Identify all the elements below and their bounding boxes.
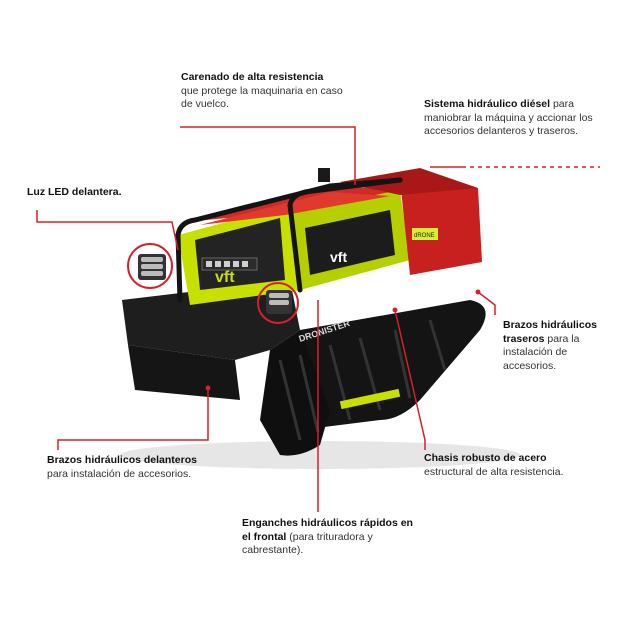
side-grille xyxy=(305,210,395,275)
side-logo-badge xyxy=(412,228,438,240)
callout-circle-enganches xyxy=(257,282,299,324)
label-enganches: Enganches hidráulicos rápidos en el fron… xyxy=(242,517,417,558)
label-sistema-text: para maniobrar la máquina y accionar los… xyxy=(424,98,593,137)
label-carenado: Carenado de alta resistencia que protege… xyxy=(181,71,356,112)
left-track xyxy=(260,330,330,456)
label-brazos-traseros-title: Brazos hidráulicos traseros xyxy=(503,319,597,345)
led-dots xyxy=(206,261,248,267)
red-top-mesh xyxy=(200,192,390,225)
label-brazos-delanteros-title: Brazos hidráulicos delanteros xyxy=(47,454,197,466)
label-carenado-title: Carenado de alta resistencia xyxy=(181,71,324,83)
middle-couplings xyxy=(266,290,292,314)
label-sistema: Sistema hidráulico diésel para maniobrar… xyxy=(424,98,604,139)
label-luz-title: Luz LED delantera. xyxy=(27,186,122,198)
label-enganches-text: (para trituradora y cabrestante). xyxy=(242,530,373,557)
label-brazos-traseros: Brazos hidráulicos traseros para la inst… xyxy=(503,319,618,373)
label-chasis: Chasis robusto de acero estructural de a… xyxy=(424,452,614,479)
line-brazos-delanteros xyxy=(57,390,209,450)
right-track xyxy=(300,300,486,430)
side-logo-text: dRONE xyxy=(414,233,435,239)
front-grille xyxy=(195,218,285,290)
label-brazos-delanteros-text: para instalación de accesorios. xyxy=(47,467,192,480)
label-sistema-title: Sistema hidráulico diésel xyxy=(424,98,551,110)
label-brazos-delanteros: Brazos hidráulicos delanteros para insta… xyxy=(47,454,237,481)
label-brazos-traseros-text: para la instalación de accesorios. xyxy=(503,332,580,372)
callout-lines xyxy=(36,126,600,512)
logo-front: vft xyxy=(215,269,235,286)
red-engine-housing xyxy=(400,180,482,275)
track-sticker xyxy=(339,388,401,410)
callout-circle-luz xyxy=(127,243,173,289)
label-chasis-title: Chasis robusto de acero xyxy=(424,452,547,464)
logo-side: vft xyxy=(330,249,347,265)
line-chasis xyxy=(394,309,426,450)
front-plate xyxy=(128,345,240,400)
line-brazos-traseros xyxy=(477,291,496,315)
label-enganches-title: Enganches hidráulicos rápidos en el fron… xyxy=(242,517,413,543)
line-carenado xyxy=(180,126,356,185)
front-bumper xyxy=(122,280,300,360)
label-chasis-text: estructural de alta resistencia. xyxy=(424,465,564,478)
front-couplings xyxy=(138,254,166,280)
label-carenado-text: que protege la maquinaria en caso de vue… xyxy=(181,84,343,111)
ground-shadow xyxy=(120,441,520,469)
roll-cage xyxy=(175,177,403,303)
callout-dots xyxy=(205,289,481,391)
exhaust-cap xyxy=(318,168,330,182)
label-luz: Luz LED delantera. xyxy=(27,186,167,200)
line-luz xyxy=(36,210,179,251)
track-treads xyxy=(278,319,447,441)
red-engine-top xyxy=(340,168,478,195)
